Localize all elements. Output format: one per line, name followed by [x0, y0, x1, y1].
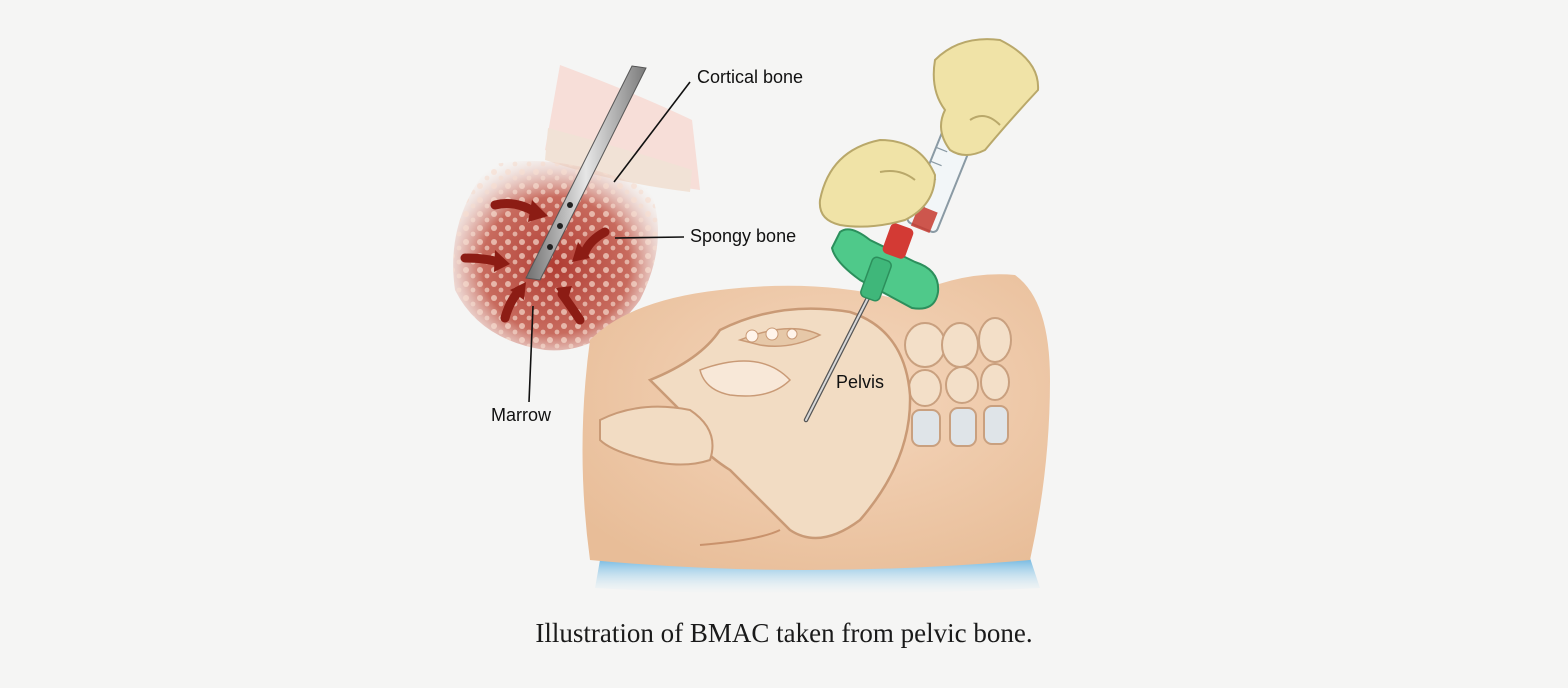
gloved-hands: [818, 38, 1040, 228]
label-marrow: Marrow: [491, 405, 552, 425]
pelvis-bone: [599, 307, 912, 540]
figure-caption: Illustration of BMAC taken from pelvic b…: [535, 618, 1033, 648]
inset-needle: [525, 65, 647, 281]
label-spongy-bone: Spongy bone: [690, 226, 797, 246]
bone-inset: [453, 65, 700, 351]
spine: [904, 317, 1012, 447]
leader-lines: [528, 81, 691, 403]
label-pelvis: Pelvis: [836, 372, 885, 392]
label-cortical-bone: Cortical bone: [697, 67, 804, 87]
